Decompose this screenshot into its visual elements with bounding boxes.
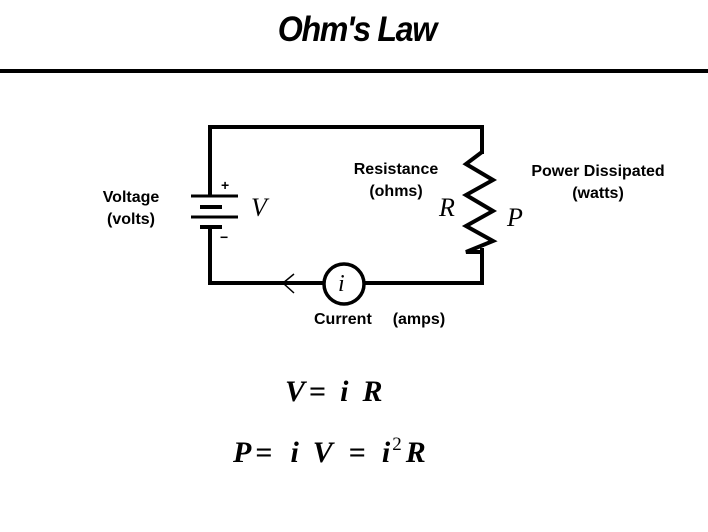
resistance-symbol: R — [439, 193, 455, 222]
eq2-equals-1: = — [255, 436, 273, 469]
power-symbol: P — [507, 203, 523, 232]
battery-minus-sign: − — [220, 229, 229, 245]
eq2-voltage: V — [312, 436, 333, 469]
power-label: Power Dissipated (watts) — [518, 161, 678, 205]
eq2-exponent: 2 — [392, 434, 402, 455]
eq2-power: P — [233, 436, 252, 469]
eq2-equals-2: = — [348, 436, 366, 469]
battery-plus-sign: + — [221, 177, 230, 193]
current-arrow-icon — [281, 273, 295, 294]
current-label-name: Current — [314, 311, 372, 328]
title-divider — [0, 69, 708, 73]
eq2-resistance: R — [405, 436, 426, 469]
resistance-label-name: Resistance — [353, 161, 439, 178]
voltage-label-unit: (volts) — [107, 211, 155, 228]
eq1-resistance: R — [362, 375, 383, 408]
eq2-current: i — [290, 436, 299, 469]
power-label-name: Power Dissipated — [531, 163, 665, 180]
page-title: Ohm's Law — [277, 10, 437, 49]
power-label-unit: (watts) — [572, 185, 624, 202]
eq1-voltage: V — [285, 375, 306, 408]
eq1-current: i — [340, 375, 349, 408]
resistance-label-unit: (ohms) — [369, 183, 423, 200]
resistor-zigzag — [461, 150, 498, 254]
voltage-label-name: Voltage — [102, 189, 160, 206]
eq2-current-squared: i — [381, 436, 391, 469]
current-label-unit: (amps) — [392, 311, 446, 328]
eq1-equals: = — [309, 375, 327, 408]
ammeter-circle — [322, 262, 366, 306]
current-label: Current (amps) — [314, 309, 445, 331]
resistance-label: Resistance (ohms) — [345, 159, 447, 203]
voltage-symbol: V — [251, 193, 267, 222]
current-symbol: i — [338, 271, 345, 297]
voltage-label: Voltage (volts) — [96, 187, 166, 231]
